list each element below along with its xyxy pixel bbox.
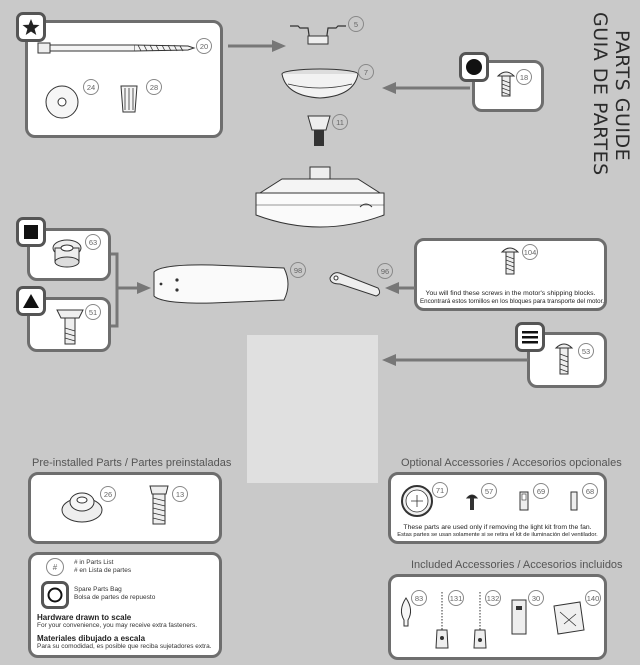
part-number-11: 11 (332, 114, 348, 130)
legend-scale-es-sub: Para su comodidad, es posible que reciba… (37, 643, 212, 650)
triangle-icon (23, 294, 39, 308)
part-number-53: 53 (578, 343, 594, 359)
square-icon (24, 225, 38, 239)
part-number-69: 69 (533, 483, 549, 499)
lines-badge (515, 322, 545, 352)
legend-hash-circle: # (46, 558, 64, 576)
part-69 (519, 491, 529, 511)
square-badge (16, 217, 46, 247)
blade-part-98 (153, 264, 289, 304)
preinstalled-title: Pre-installed Parts / Partes preinstalad… (32, 457, 232, 469)
circle-parts-box (472, 60, 544, 112)
part-number-26: 26 (100, 486, 116, 502)
screw-part-104 (500, 247, 520, 275)
part-number-96: 96 (377, 263, 393, 279)
legend-scale-en: Hardware drawn to scale (37, 613, 132, 622)
star-icon (22, 19, 40, 35)
star-badge (16, 12, 46, 42)
spare-bag-badge (41, 581, 69, 609)
circle-badge (459, 52, 489, 82)
legend-parts-list-en: # in Parts List (74, 559, 114, 566)
bolt-part-20 (37, 42, 196, 54)
part-number-57: 57 (481, 483, 497, 499)
part-number-104: 104 (522, 244, 538, 260)
arrow-right-1 (228, 40, 286, 52)
grommet-part-26 (61, 492, 103, 523)
part-number-51: 51 (85, 304, 101, 320)
part-number-18: 18 (516, 69, 532, 85)
title-en: PARTS GUIDE (611, 30, 633, 162)
optional-note-es: Estas partes se usan solamente si se ret… (397, 532, 598, 538)
part-30 (511, 599, 527, 635)
ring-icon (47, 587, 63, 603)
arrow-left-1 (382, 82, 470, 94)
wire-nut-part-28 (120, 85, 138, 113)
optional-note-en: These parts are used only if removing th… (403, 524, 592, 531)
arrow-left-2 (385, 282, 415, 294)
legend-spare-es: Bolsa de partes de repuesto (74, 594, 156, 601)
bag-part-140 (553, 601, 585, 635)
part-number-30: 30 (528, 590, 544, 606)
cap-part-71 (401, 485, 433, 517)
part-number-5: 5 (348, 16, 364, 32)
part-number-63: 63 (85, 234, 101, 250)
part-number-140: 140 (585, 590, 601, 606)
star-parts-box (25, 20, 223, 138)
included-title: Included Accessories / Accesorios inclui… (411, 559, 623, 571)
screw-part-53 (554, 343, 574, 375)
arrow-left-3 (382, 354, 528, 366)
title-es: GUIA DE PARTES (589, 12, 611, 176)
image-placeholder (247, 335, 378, 483)
legend-spare-en: Spare Parts Bag (74, 586, 122, 593)
hanger-bracket-part-5 (290, 25, 346, 45)
part-number-131: 131 (448, 590, 464, 606)
grommet-part-63 (52, 239, 82, 268)
ball-part-11 (307, 115, 331, 146)
optional-title: Optional Accessories / Accesorios opcion… (401, 457, 622, 469)
pull-chain-part-132 (473, 592, 487, 649)
pull-chain-part-131 (435, 592, 449, 649)
part-number-68: 68 (582, 483, 598, 499)
bracket-arrow (111, 252, 151, 328)
legend-parts-list-es: # en Lista de partes (74, 567, 132, 574)
part-number-20: 20 (196, 38, 212, 54)
preinstalled-box (28, 472, 222, 544)
triangle-badge (16, 286, 46, 316)
shipping-screws-note-en: You will find these screws in the motor'… (425, 290, 596, 297)
washer-part-24 (45, 85, 79, 119)
circle-icon (466, 59, 482, 75)
blade-iron-part-96 (329, 272, 381, 297)
part-number-71: 71 (432, 482, 448, 498)
screw-part-51 (56, 309, 84, 345)
part-68 (570, 491, 578, 511)
screw-part-57 (465, 494, 479, 510)
bulb-part-83 (400, 597, 412, 627)
part-number-28: 28 (146, 79, 162, 95)
canopy-part-7 (281, 68, 359, 99)
lines-icon (522, 331, 538, 344)
part-number-132: 132 (485, 590, 501, 606)
legend-scale-es: Materiales dibujado a escala (37, 634, 146, 643)
part-number-98: 98 (290, 262, 306, 278)
part-number-13: 13 (172, 486, 188, 502)
part-number-7: 7 (358, 64, 374, 80)
screw-part-18 (496, 71, 516, 97)
motor-housing (255, 166, 385, 228)
bolt-part-13 (149, 485, 169, 525)
legend-scale-en-sub: For your convenience, you may receive ex… (37, 622, 198, 629)
part-number-83: 83 (411, 590, 427, 606)
shipping-screws-note-es: Encontrará estos tornillos en los bloque… (420, 298, 605, 305)
part-number-24: 24 (83, 79, 99, 95)
